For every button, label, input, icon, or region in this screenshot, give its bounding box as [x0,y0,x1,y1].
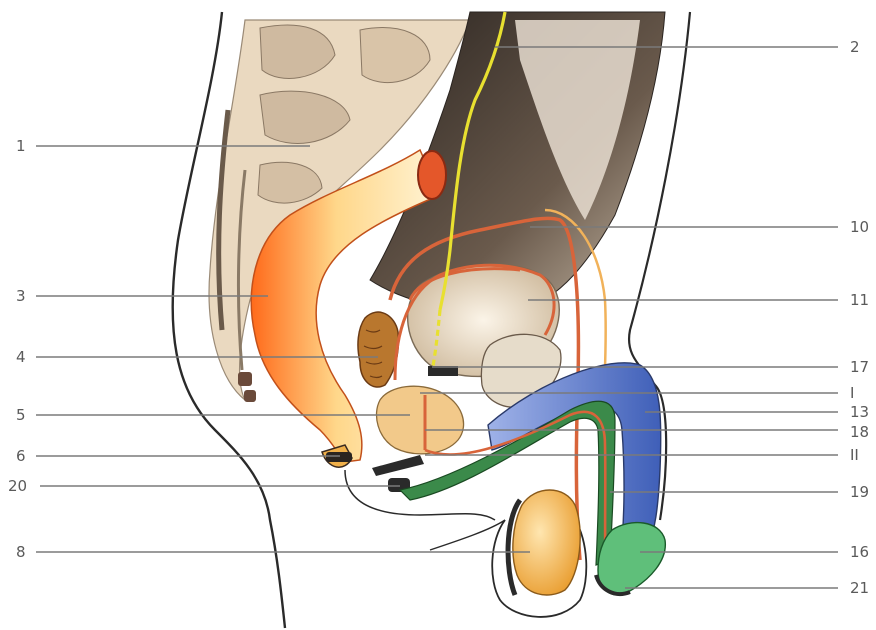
testis [513,490,580,595]
label-1: 1 [16,137,26,155]
seminal-vesicle [358,312,398,387]
coccyx [238,372,252,386]
right-labels: 2 10 11 17 I 13 18 II 19 16 21 [850,38,869,597]
left-labels: 1 3 4 5 6 20 8 [8,137,27,561]
label-3: 3 [16,287,26,305]
anal-sphincter [326,452,352,462]
glans [598,523,665,595]
coccyx [244,390,256,402]
label-10: 10 [850,218,869,236]
label-II: II [850,446,859,464]
label-5: 5 [16,406,26,424]
rectum-opening [418,151,446,199]
label-2: 2 [850,38,860,56]
label-11: 11 [850,291,869,309]
label-13: 13 [850,403,869,421]
label-16: 16 [850,543,869,561]
label-8: 8 [16,543,26,561]
label-4: 4 [16,348,26,366]
label-19: 19 [850,483,869,501]
label-I: I [850,384,854,402]
label-21: 21 [850,579,869,597]
prostate [376,386,463,454]
urogenital-diaphragm [372,455,424,476]
label-6: 6 [16,447,26,465]
label-18: 18 [850,423,869,441]
label-20: 20 [8,477,27,495]
label-17: 17 [850,358,869,376]
